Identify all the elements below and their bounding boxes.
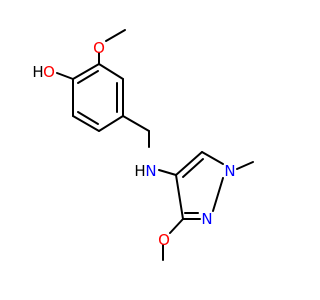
bond-ring-f <box>72 63 100 80</box>
bond-ring-d-inner <box>77 111 99 125</box>
atom-o-methoxy-bottom: O <box>158 231 170 249</box>
bond-n1-methyl <box>236 161 254 170</box>
atom-labels: O H O H N N N O <box>32 39 235 249</box>
bond-ring-f-inner <box>77 70 99 84</box>
bond-c3-o-bottom <box>169 218 184 234</box>
bond-pyr-c4-c5-inner <box>182 158 204 178</box>
bond-pyr-n1-n2 <box>212 177 224 212</box>
bond-pyr-c5-n1 <box>201 151 224 165</box>
bond-ring-d <box>72 115 100 132</box>
atom-h-phenol: H <box>32 63 43 81</box>
bond-ring-oh <box>56 72 74 80</box>
bond-ring-c <box>98 115 124 132</box>
atom-n-ring: N <box>201 210 212 228</box>
molecule-structure-diagram: O H O H N N N O <box>32 29 254 261</box>
bond-methyl-o-top <box>105 29 126 42</box>
atom-n-ring-methyl: N <box>224 162 235 180</box>
bond-pyr-c4-c5 <box>175 151 203 176</box>
bond-nh-pyrazole <box>158 169 177 176</box>
bond-ring-a <box>98 63 124 80</box>
bonds <box>56 29 254 261</box>
bond-pyr-c3-c4 <box>175 174 184 220</box>
atom-n-amine: N <box>145 162 156 180</box>
atom-h-amine: H <box>134 162 145 180</box>
bond-ring-ch2 <box>122 115 150 132</box>
atom-o-methoxy-top: O <box>93 39 105 57</box>
atom-o-phenol: O <box>43 63 55 81</box>
